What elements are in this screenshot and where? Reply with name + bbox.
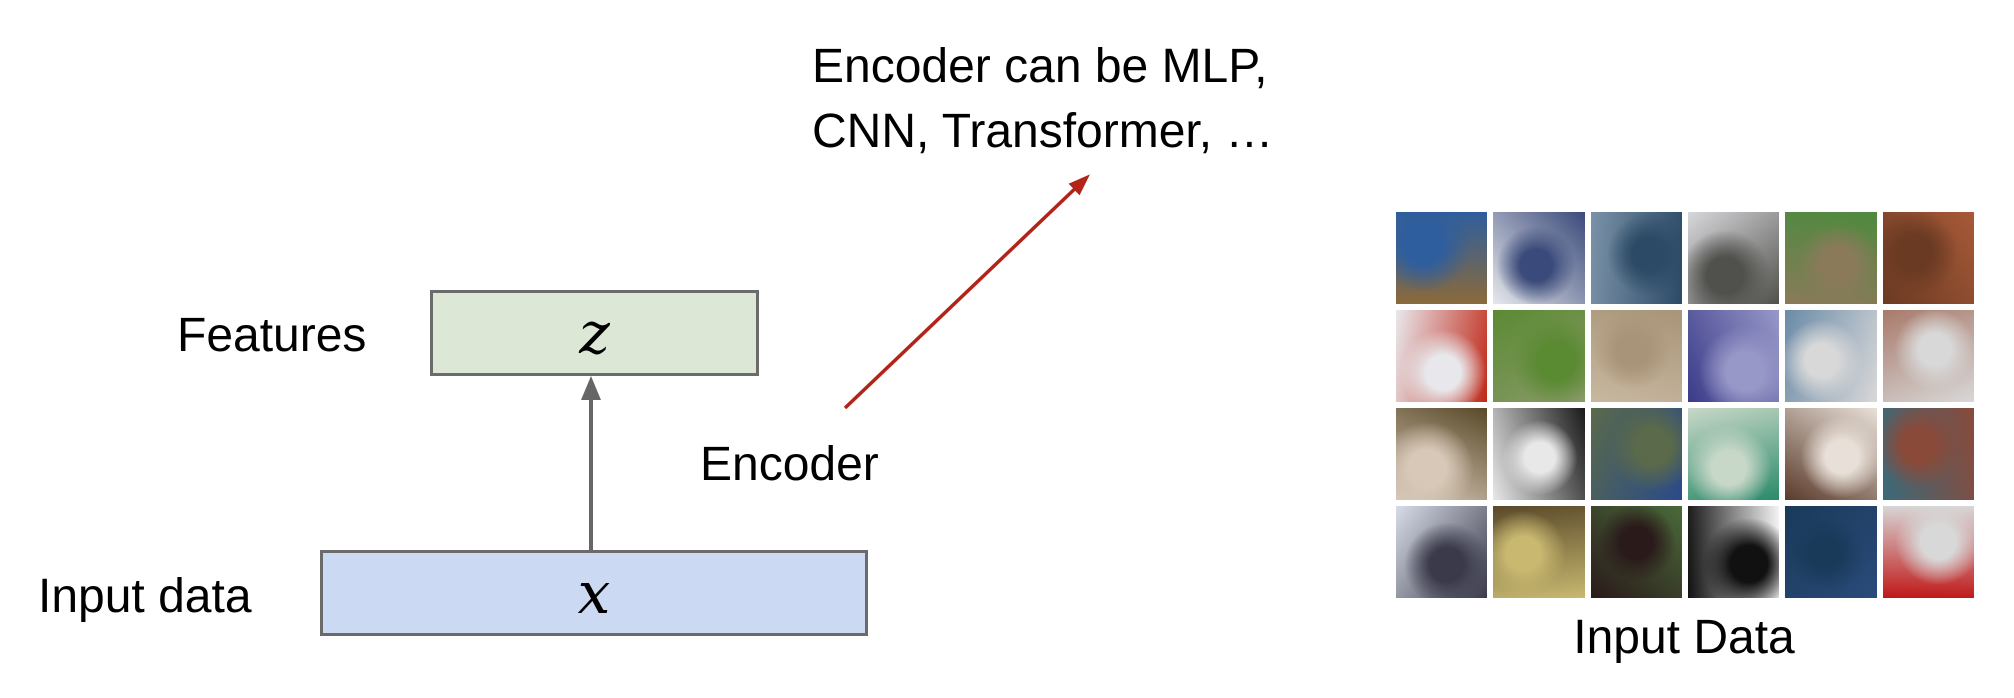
image-tile <box>1688 506 1780 598</box>
image-tile <box>1590 506 1682 598</box>
image-tile <box>1882 408 1974 500</box>
image-tile <box>1396 408 1488 500</box>
image-tile <box>1493 506 1585 598</box>
features-box: z <box>430 290 759 376</box>
image-tile <box>1688 310 1780 402</box>
image-tile <box>1493 212 1585 304</box>
image-tile <box>1688 408 1780 500</box>
image-tile <box>1882 212 1974 304</box>
features-symbol: z <box>579 299 610 367</box>
image-tile <box>1688 212 1780 304</box>
image-tile <box>1396 506 1488 598</box>
annotation-line-2: CNN, Transformer, … <box>812 105 1274 158</box>
annotation-line-1: Encoder can be MLP, <box>812 40 1268 93</box>
image-tile <box>1590 310 1682 402</box>
image-tile <box>1785 506 1877 598</box>
image-tile <box>1590 212 1682 304</box>
image-tile <box>1882 310 1974 402</box>
image-tile <box>1493 408 1585 500</box>
features-label: Features <box>177 309 367 362</box>
image-tile <box>1493 310 1585 402</box>
image-tile <box>1785 212 1877 304</box>
image-tile <box>1882 506 1974 598</box>
image-tile <box>1396 310 1488 402</box>
image-grid <box>1396 212 1974 598</box>
encoder-label: Encoder <box>700 438 879 491</box>
image-tile <box>1785 310 1877 402</box>
input-box: x <box>320 550 868 636</box>
encoder-arrowhead-icon <box>581 376 601 400</box>
image-tile <box>1396 212 1488 304</box>
input-symbol: x <box>577 559 611 627</box>
image-tile <box>1590 408 1682 500</box>
image-tile <box>1785 408 1877 500</box>
pointer-arrow <box>843 174 1090 410</box>
dataset-caption: Input Data <box>1573 611 1795 664</box>
input-data-label: Input data <box>38 570 252 623</box>
